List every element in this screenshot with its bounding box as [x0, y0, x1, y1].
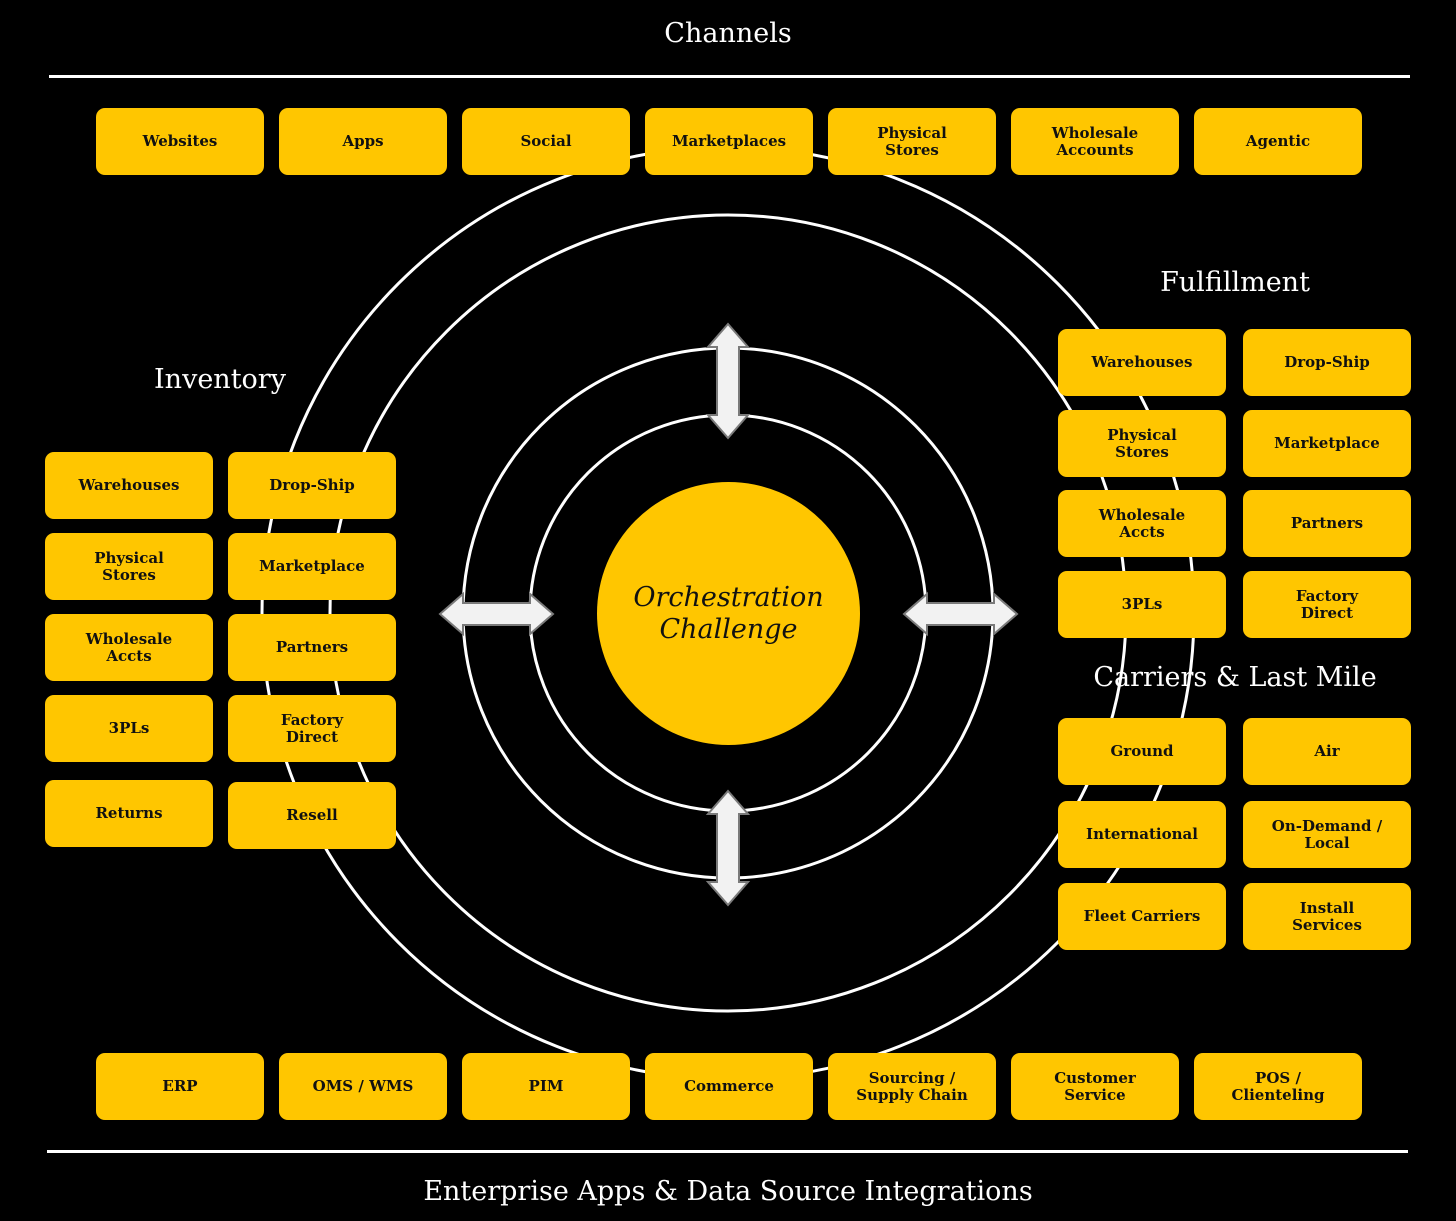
fulfillment-3pls: 3PLs: [1058, 571, 1226, 638]
orchestration-challenge-core: Orchestration Challenge: [597, 482, 860, 745]
fulfillment-wholesale-accts: Wholesale Accts: [1058, 490, 1226, 557]
channels-heading: Channels: [664, 18, 792, 49]
enterprise-sourcing-supply-chain: Sourcing / Supply Chain: [828, 1053, 996, 1120]
enterprise-pos-clienteling: POS / Clienteling: [1194, 1053, 1362, 1120]
enterprise-erp: ERP: [96, 1053, 264, 1120]
channel-wholesale-accounts: Wholesale Accounts: [1011, 108, 1179, 175]
inventory-partners: Partners: [228, 614, 396, 681]
inventory-physical-stores: Physical Stores: [45, 533, 213, 600]
fulfillment-physical-stores: Physical Stores: [1058, 410, 1226, 477]
fulfillment-drop-ship: Drop-Ship: [1243, 329, 1411, 396]
channel-apps: Apps: [279, 108, 447, 175]
fulfillment-partners: Partners: [1243, 490, 1411, 557]
double-arrow-left-icon: [438, 591, 555, 637]
channel-social: Social: [462, 108, 630, 175]
carrier-on-demand-local: On-Demand / Local: [1243, 801, 1411, 868]
carrier-international: International: [1058, 801, 1226, 868]
double-arrow-bottom-icon: [705, 789, 751, 907]
carrier-ground: Ground: [1058, 718, 1226, 785]
inventory-marketplace: Marketplace: [228, 533, 396, 600]
carriers-heading: Carriers & Last Mile: [1093, 662, 1377, 693]
inventory-returns: Returns: [45, 780, 213, 847]
fulfillment-heading: Fulfillment: [1160, 267, 1310, 298]
channels-divider: [49, 75, 1410, 78]
channel-agentic: Agentic: [1194, 108, 1362, 175]
inventory-3pls: 3PLs: [45, 695, 213, 762]
channel-marketplaces: Marketplaces: [645, 108, 813, 175]
enterprise-pim: PIM: [462, 1053, 630, 1120]
inventory-drop-ship: Drop-Ship: [228, 452, 396, 519]
carrier-install-services: Install Services: [1243, 883, 1411, 950]
enterprise-commerce: Commerce: [645, 1053, 813, 1120]
enterprise-divider: [47, 1150, 1408, 1153]
carrier-fleet-carriers: Fleet Carriers: [1058, 883, 1226, 950]
inventory-factory-direct: Factory Direct: [228, 695, 396, 762]
enterprise-oms-wms: OMS / WMS: [279, 1053, 447, 1120]
enterprise-customer-service: Customer Service: [1011, 1053, 1179, 1120]
carrier-air: Air: [1243, 718, 1411, 785]
fulfillment-warehouses: Warehouses: [1058, 329, 1226, 396]
fulfillment-marketplace: Marketplace: [1243, 410, 1411, 477]
fulfillment-factory-direct: Factory Direct: [1243, 571, 1411, 638]
inventory-resell: Resell: [228, 782, 396, 849]
double-arrow-right-icon: [902, 591, 1019, 637]
inventory-warehouses: Warehouses: [45, 452, 213, 519]
inventory-wholesale-accts: Wholesale Accts: [45, 614, 213, 681]
inventory-heading: Inventory: [154, 364, 286, 395]
channel-physical-stores: Physical Stores: [828, 108, 996, 175]
enterprise-heading: Enterprise Apps & Data Source Integratio…: [423, 1176, 1033, 1207]
channel-websites: Websites: [96, 108, 264, 175]
double-arrow-top-icon: [705, 322, 751, 440]
